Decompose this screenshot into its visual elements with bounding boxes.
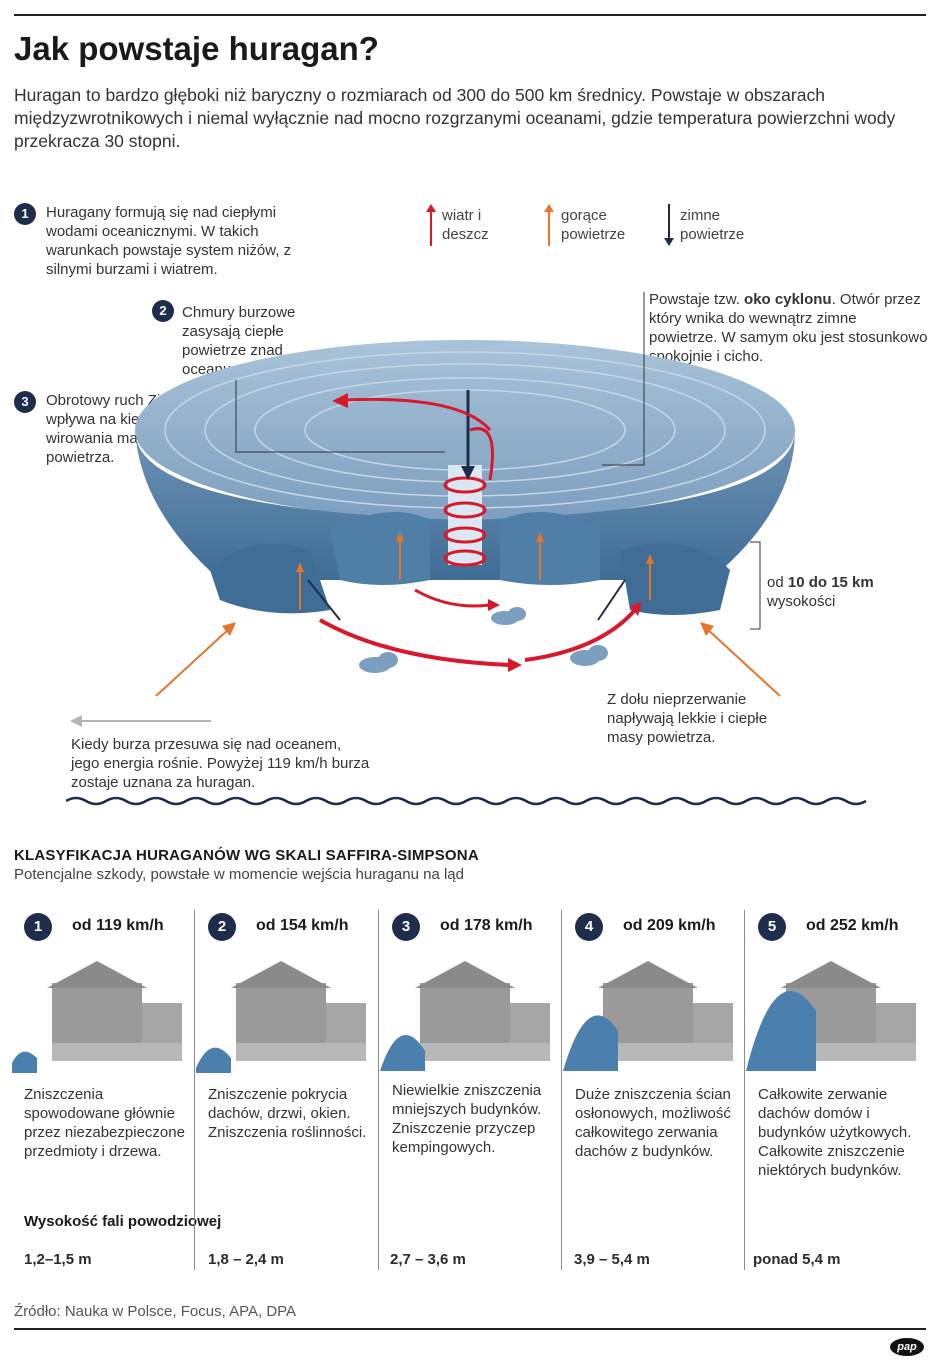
category-5-scene-illustration bbox=[746, 961, 916, 1071]
category-2-scene-illustration bbox=[196, 961, 366, 1073]
legend-wind-arrow-icon bbox=[426, 204, 436, 246]
category-5-speed: od 252 km/h bbox=[806, 917, 899, 934]
category-4-speed: od 209 km/h bbox=[623, 917, 716, 934]
category-5-wave-height: ponad 5,4 m bbox=[753, 1251, 841, 1268]
step-1-badge: 1 bbox=[14, 203, 36, 225]
inflow-left-arrow-icon bbox=[155, 622, 236, 697]
legend-wind-label: wiatr i deszcz bbox=[442, 207, 489, 243]
category-1-badge: 1 bbox=[24, 913, 52, 941]
top-rule bbox=[14, 14, 926, 16]
category-3-description: Niewielkie zniszczenia mniejszych budynk… bbox=[392, 1082, 542, 1156]
legend-hot-air-label: gorące powietrze bbox=[561, 207, 626, 243]
category-3-scene-illustration bbox=[380, 961, 550, 1071]
category-2-column: 2 od 154 km/h Zniszczenie pokrycia dachó… bbox=[196, 905, 376, 1275]
category-2-description: Zniszczenie pokrycia dachów, drzwi, okie… bbox=[208, 1086, 367, 1141]
height-suffix: wysokości bbox=[767, 593, 836, 610]
column-divider bbox=[744, 910, 745, 1270]
storm-annotation: Kiedy burza przesuwa się nad oceanem, je… bbox=[71, 736, 370, 791]
eye-prefix: Powstaje tzw. bbox=[649, 291, 740, 308]
category-1-speed: od 119 km/h bbox=[72, 917, 164, 934]
classification-subtitle: Potencjalne szkody, powstałe w momencie … bbox=[14, 866, 464, 883]
step-3-badge: 3 bbox=[14, 391, 36, 413]
legend-cold-air-label: zimne powietrze bbox=[680, 207, 745, 243]
cloud-disk-top bbox=[135, 340, 795, 520]
category-3-speed: od 178 km/h bbox=[440, 917, 533, 934]
height-prefix: od bbox=[767, 574, 784, 591]
category-1-wave-height: 1,2–1,5 m bbox=[24, 1251, 92, 1268]
category-2-wave-height: 1,8 – 2,4 m bbox=[208, 1251, 284, 1268]
category-2-speed: od 154 km/h bbox=[256, 917, 349, 934]
category-5-description: Całkowite zerwanie dachów domów i budynk… bbox=[758, 1086, 912, 1179]
height-bold: 10 do 15 km bbox=[787, 574, 874, 591]
eye-annotation: Powstaje tzw. oko cyklonu. Otwór przez k… bbox=[649, 290, 929, 366]
column-divider bbox=[194, 910, 195, 1270]
step-1-text: Huragany formują się nad ciepłymi wodami… bbox=[46, 204, 292, 278]
step-2-badge: 2 bbox=[152, 300, 174, 322]
ocean-wave-line bbox=[66, 796, 867, 806]
intro-text: Huragan to bardzo głęboki niż baryczny o… bbox=[14, 85, 896, 151]
source-text: Źródło: Nauka w Polsce, Focus, APA, DPA bbox=[14, 1303, 297, 1320]
category-4-column: 4 od 209 km/h Duże zniszczenia ścian osł… bbox=[563, 905, 743, 1275]
category-4-wave-height: 3,9 – 5,4 m bbox=[574, 1251, 650, 1268]
eye-connector bbox=[602, 292, 645, 466]
category-2-badge: 2 bbox=[208, 913, 236, 941]
hurricane-illustration bbox=[135, 340, 795, 673]
cloud-side bbox=[135, 430, 795, 580]
category-4-scene-illustration bbox=[563, 961, 733, 1071]
legend-hot-air-arrow-icon bbox=[544, 204, 554, 246]
category-5-badge: 5 bbox=[758, 913, 786, 941]
category-3-column: 3 od 178 km/h Niewielkie zniszczenia mni… bbox=[380, 905, 560, 1275]
category-1-scene-illustration bbox=[12, 961, 182, 1073]
category-4-badge: 4 bbox=[575, 913, 603, 941]
category-1-description: Zniszczenia spowodowane głównie przez ni… bbox=[24, 1086, 185, 1160]
category-4-description: Duże zniszczenia ścian osłonowych, możli… bbox=[575, 1086, 731, 1160]
flood-wave-label: Wysokość fali powodziowej bbox=[24, 1213, 222, 1230]
height-bracket bbox=[750, 541, 761, 630]
category-5-column: 5 od 252 km/h Całkowite zerwanie dachów … bbox=[746, 905, 926, 1275]
column-divider bbox=[561, 910, 562, 1270]
legend-cold-air-arrow-icon bbox=[664, 204, 674, 246]
step-2-connector bbox=[235, 380, 445, 453]
category-1-column: 1 od 119 km/h Zniszczenia spowodowane gł… bbox=[12, 905, 192, 1275]
height-annotation: od 10 do 15 km wysokości bbox=[767, 573, 927, 611]
pap-logo: pap bbox=[890, 1338, 924, 1356]
category-3-wave-height: 2,7 – 3,6 m bbox=[390, 1251, 466, 1268]
category-3-badge: 3 bbox=[392, 913, 420, 941]
inflow-annotation: Z dołu nieprzerwanie napływają lekkie i … bbox=[607, 691, 768, 746]
movement-arrow-icon bbox=[70, 715, 211, 727]
eye-suffix: . Otwór przez który wnika do wewnątrz zi… bbox=[649, 291, 928, 365]
bottom-rule bbox=[14, 1328, 926, 1330]
classification-title: KLASYFIKACJA HURAGANÓW WG SKALI SAFFIRA-… bbox=[14, 847, 479, 864]
step-2-text: Chmury burzowe zasysają ciepłe powietrze… bbox=[182, 304, 296, 378]
column-divider bbox=[378, 910, 379, 1270]
inflow-right-arrow-icon bbox=[700, 622, 781, 697]
page-title: Jak powstaje huragan? bbox=[14, 30, 379, 67]
eye-bold: oko cyklonu bbox=[744, 291, 832, 308]
